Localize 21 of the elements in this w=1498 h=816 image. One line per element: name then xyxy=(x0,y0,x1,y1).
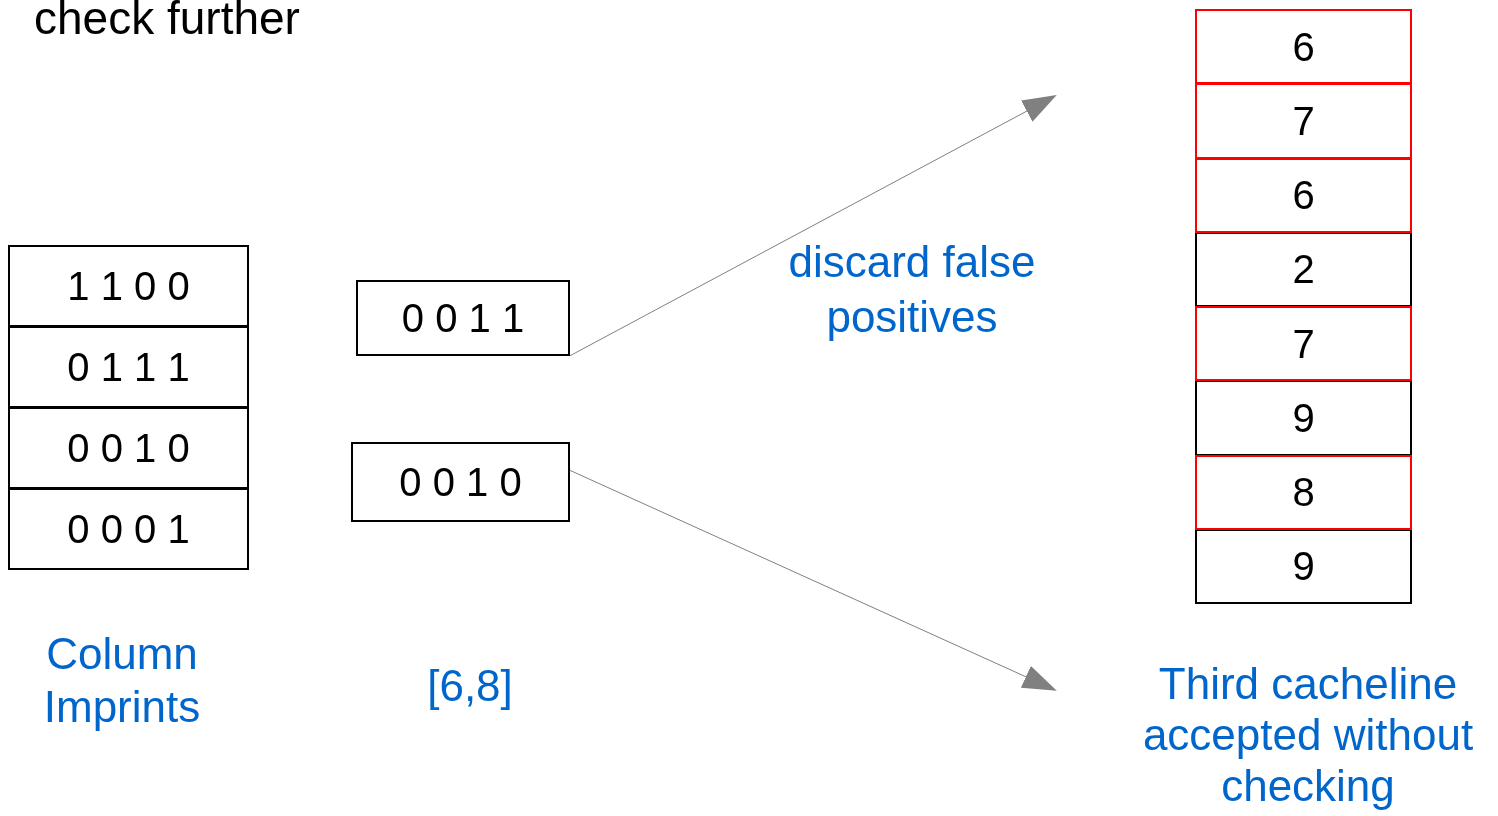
bit-box: 0 0 0 1 xyxy=(8,488,249,570)
bit-box: 0 0 1 0 xyxy=(351,442,570,522)
note-text: Column Imprints xyxy=(42,628,202,733)
table-cell: 9 xyxy=(1195,380,1412,456)
arrow xyxy=(569,469,1057,691)
table-cell: 7 xyxy=(1195,306,1412,382)
arrow xyxy=(569,95,1057,357)
note-text: check further xyxy=(34,0,301,46)
note-text: [6,8] xyxy=(426,660,514,712)
bit-box: 0 0 1 0 xyxy=(8,407,249,489)
table-cell: 6 xyxy=(1195,9,1412,85)
table-cell: 9 xyxy=(1195,528,1412,604)
bit-box: 0 0 1 1 xyxy=(356,280,570,356)
table-cell: 6 xyxy=(1195,157,1412,233)
bit-box: 1 1 0 0 xyxy=(8,245,249,327)
note-text: Third cacheline accepted without checking xyxy=(1141,658,1475,811)
note-text: discard false positives xyxy=(787,236,1037,343)
table-cell: 2 xyxy=(1195,231,1412,307)
bit-box: 0 1 1 1 xyxy=(8,326,249,408)
table-cell: 7 xyxy=(1195,83,1412,159)
table-cell: 8 xyxy=(1195,454,1412,530)
